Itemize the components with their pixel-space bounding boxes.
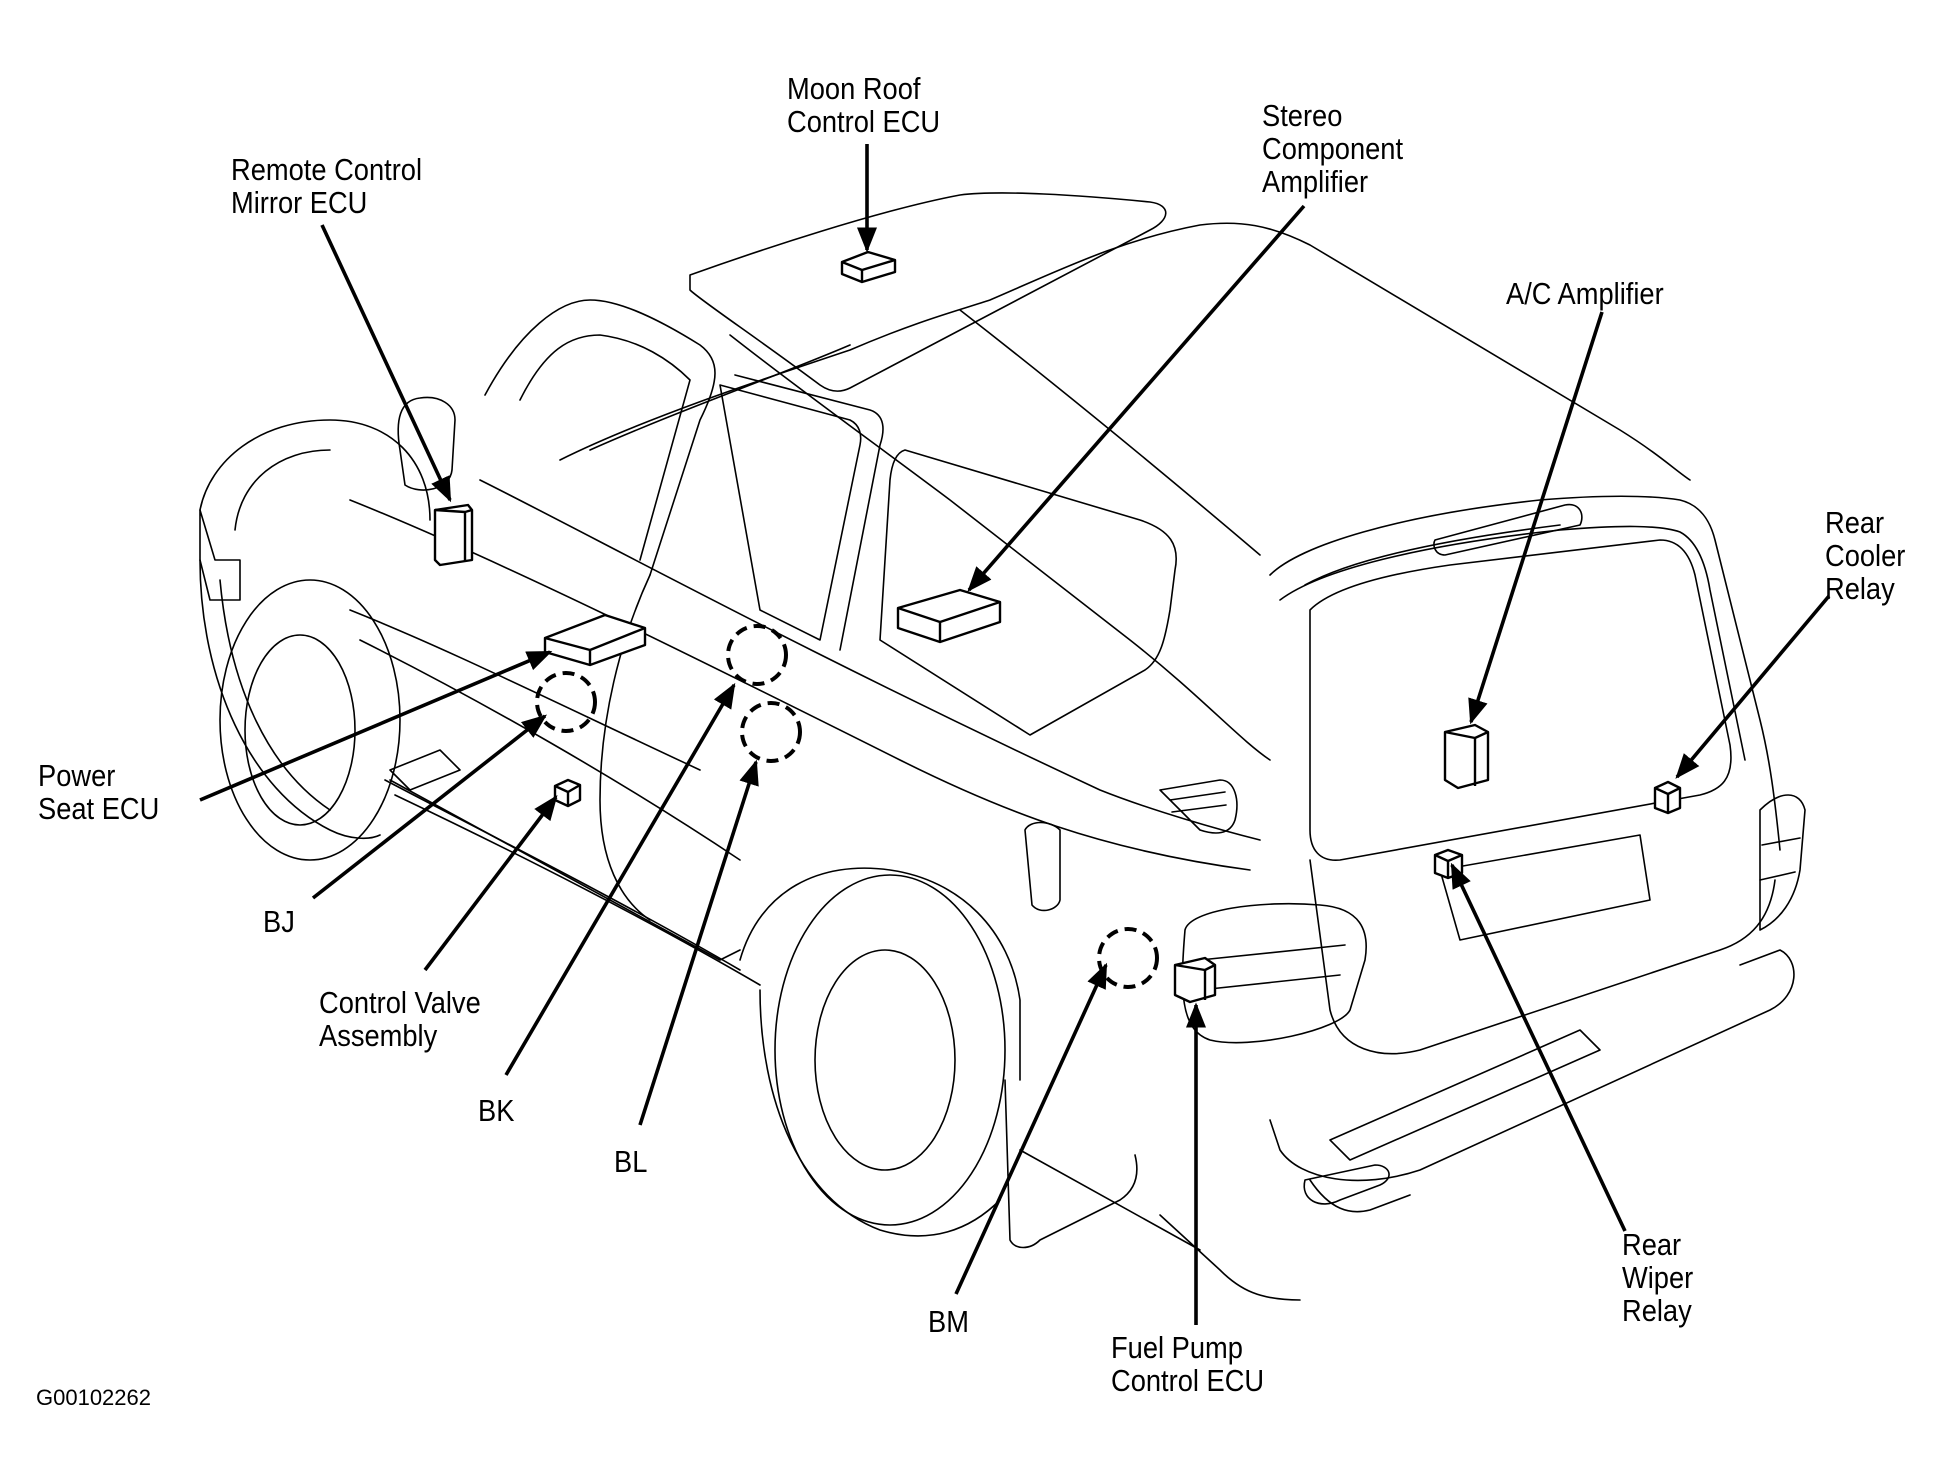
bm-label: BM	[928, 1304, 969, 1339]
rear-wiper-relay-label: Rear Wiper Relay	[1622, 1227, 1694, 1328]
mirror-ecu-arrow	[320, 224, 452, 503]
remote-control-mirror-ecu-label: Remote Control Mirror ECU	[231, 152, 423, 220]
leader-arrows	[199, 144, 1831, 1325]
bm-arrow	[954, 962, 1108, 1295]
moon-roof-ecu-box	[840, 250, 897, 284]
power-seat-arrow	[199, 650, 553, 802]
bl-arrow	[638, 759, 759, 1126]
control-valve-box	[553, 778, 582, 808]
bj-connector-circle	[535, 671, 597, 733]
connector-circles	[535, 624, 1159, 989]
stereo-amp-arrow	[967, 204, 1306, 592]
control-valve-assembly-label: Control Valve Assembly	[319, 985, 481, 1053]
stereo-component-amplifier-label: Stereo Component Amplifier	[1262, 98, 1404, 199]
bj-arrow	[311, 714, 547, 900]
figure-code: G00102262	[36, 1385, 151, 1410]
ac-amplifier-box	[1443, 723, 1490, 790]
rear-cooler-relay-label: Rear Cooler Relay	[1825, 505, 1906, 606]
vehicle-body	[199, 192, 1806, 1301]
mirror-ecu-box	[433, 503, 474, 567]
rear-wiper-arrow	[1450, 862, 1627, 1232]
power-seat-ecu-box	[543, 613, 647, 667]
bl-connector-circle	[740, 701, 802, 763]
ac-amp-arrow	[1468, 311, 1604, 725]
bk-connector-circle	[726, 624, 788, 686]
control-valve-arrow	[423, 794, 558, 972]
ac-amplifier-label: A/C Amplifier	[1506, 276, 1664, 311]
bm-connector-circle	[1097, 927, 1159, 989]
rear-cooler-relay-box	[1653, 780, 1682, 815]
power-seat-ecu-label: Power Seat ECU	[38, 758, 160, 826]
bl-label: BL	[614, 1144, 648, 1179]
fuel-pump-ecu-box	[1173, 956, 1217, 1004]
moon-roof-control-ecu-label: Moon Roof Control ECU	[787, 71, 941, 139]
bj-label: BJ	[263, 904, 295, 939]
rear-cooler-arrow	[1675, 594, 1831, 779]
bk-arrow	[504, 682, 736, 1076]
component-markers	[433, 250, 1682, 1004]
fuel-pump-control-ecu-label: Fuel Pump Control ECU	[1111, 1330, 1265, 1398]
bk-label: BK	[478, 1093, 515, 1128]
stereo-amplifier-box	[896, 588, 1002, 644]
